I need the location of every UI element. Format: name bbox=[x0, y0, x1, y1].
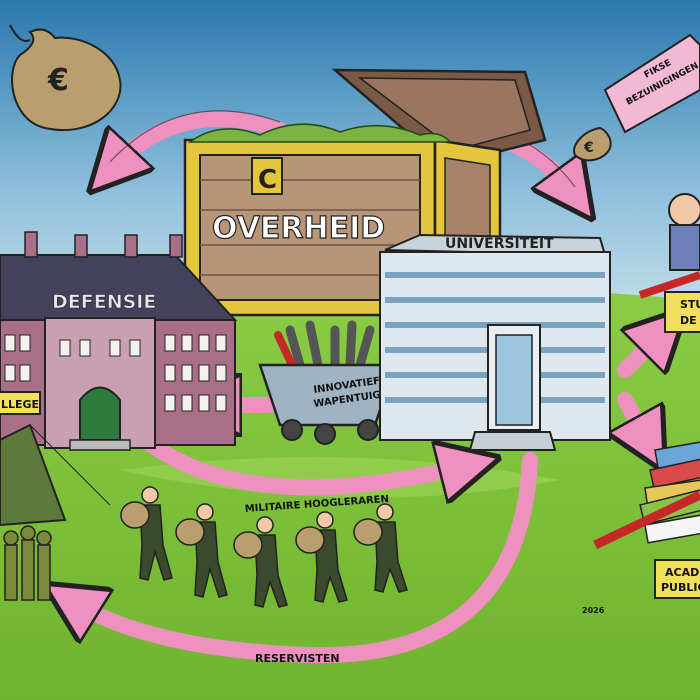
marching-soldiers bbox=[120, 486, 408, 608]
euro-symbol: € bbox=[47, 63, 69, 98]
soldier-1 bbox=[120, 486, 173, 581]
weapon-cart: INNOVATIEF WAPENTUIG bbox=[258, 320, 397, 445]
studie-line-1: STU bbox=[680, 298, 700, 311]
arrow-overheid-to-defensie bbox=[110, 110, 288, 170]
soldier-3 bbox=[233, 516, 288, 608]
universiteit-building: UNIVERSITEIT bbox=[379, 233, 611, 451]
small-bag-euro: € bbox=[583, 140, 594, 156]
arrow-to-studie bbox=[617, 330, 665, 378]
overheid-label: OVERHEID bbox=[212, 211, 385, 246]
studie-line-2: DE bbox=[680, 314, 697, 327]
acad-line-2: PUBLICAT bbox=[661, 581, 700, 594]
army-tent bbox=[0, 423, 111, 527]
acad-line-1: ACADE bbox=[665, 566, 700, 579]
chest-coin-symbol: C bbox=[258, 165, 277, 195]
college-label: LLEGE bbox=[1, 398, 39, 411]
college-sign: LLEGE bbox=[0, 391, 41, 415]
arrow-to-publicaties bbox=[625, 392, 650, 445]
arrow-militaire bbox=[137, 432, 470, 487]
defensie-building: DEFENSIE bbox=[0, 231, 238, 451]
cash-pile bbox=[187, 123, 452, 143]
reservisten-label: RESERVISTEN bbox=[255, 652, 340, 665]
soldier-group-left bbox=[3, 525, 52, 601]
money-bag-top-left: € bbox=[9, 24, 122, 131]
studie-area: STU DE bbox=[638, 193, 700, 333]
soldier-2 bbox=[175, 503, 228, 598]
defensie-label: DEFENSIE bbox=[52, 291, 156, 313]
soldier-4 bbox=[295, 511, 348, 603]
publications-stack: ACADE PUBLICAT bbox=[593, 438, 700, 599]
arrow-reservisten bbox=[70, 452, 538, 664]
universiteit-label: UNIVERSITEIT bbox=[445, 236, 554, 252]
signature-year: 2026 bbox=[582, 606, 605, 615]
soldier-5 bbox=[353, 503, 408, 593]
